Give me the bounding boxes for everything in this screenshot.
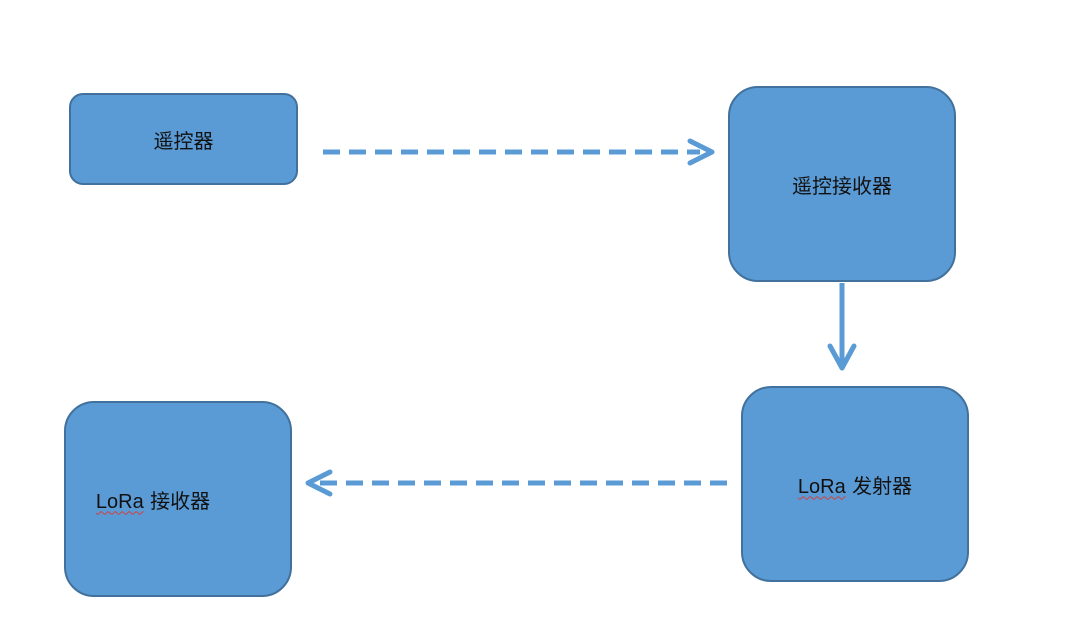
node-lora-receiver-label: LoRa 接收器 bbox=[96, 485, 210, 514]
node-remote-label: 遥控器 bbox=[153, 128, 214, 153]
node-remote-receiver-label: 遥控接收器 bbox=[792, 173, 892, 198]
node-remote: 遥控器 bbox=[69, 93, 298, 185]
lora-word: LoRa bbox=[95, 490, 144, 513]
node-lora-receiver: LoRa 接收器 bbox=[64, 401, 292, 597]
edge-lora-transmitter-to-lora-receiver bbox=[305, 469, 727, 497]
edge-remote-receiver-to-lora-transmitter bbox=[827, 283, 857, 371]
lora-transmitter-suffix: 发射器 bbox=[845, 473, 913, 498]
arrowhead-right bbox=[687, 138, 715, 166]
node-remote-receiver: 遥控接收器 bbox=[728, 86, 956, 282]
edge-remote-to-remote-receiver bbox=[323, 138, 715, 166]
lora-receiver-suffix: 接收器 bbox=[143, 488, 211, 513]
node-lora-transmitter: LoRa 发射器 bbox=[741, 386, 969, 582]
arrowhead-left bbox=[305, 469, 333, 497]
node-lora-transmitter-label: LoRa 发射器 bbox=[798, 470, 912, 499]
lora-word: LoRa bbox=[797, 475, 846, 498]
arrowhead-down bbox=[827, 343, 857, 371]
